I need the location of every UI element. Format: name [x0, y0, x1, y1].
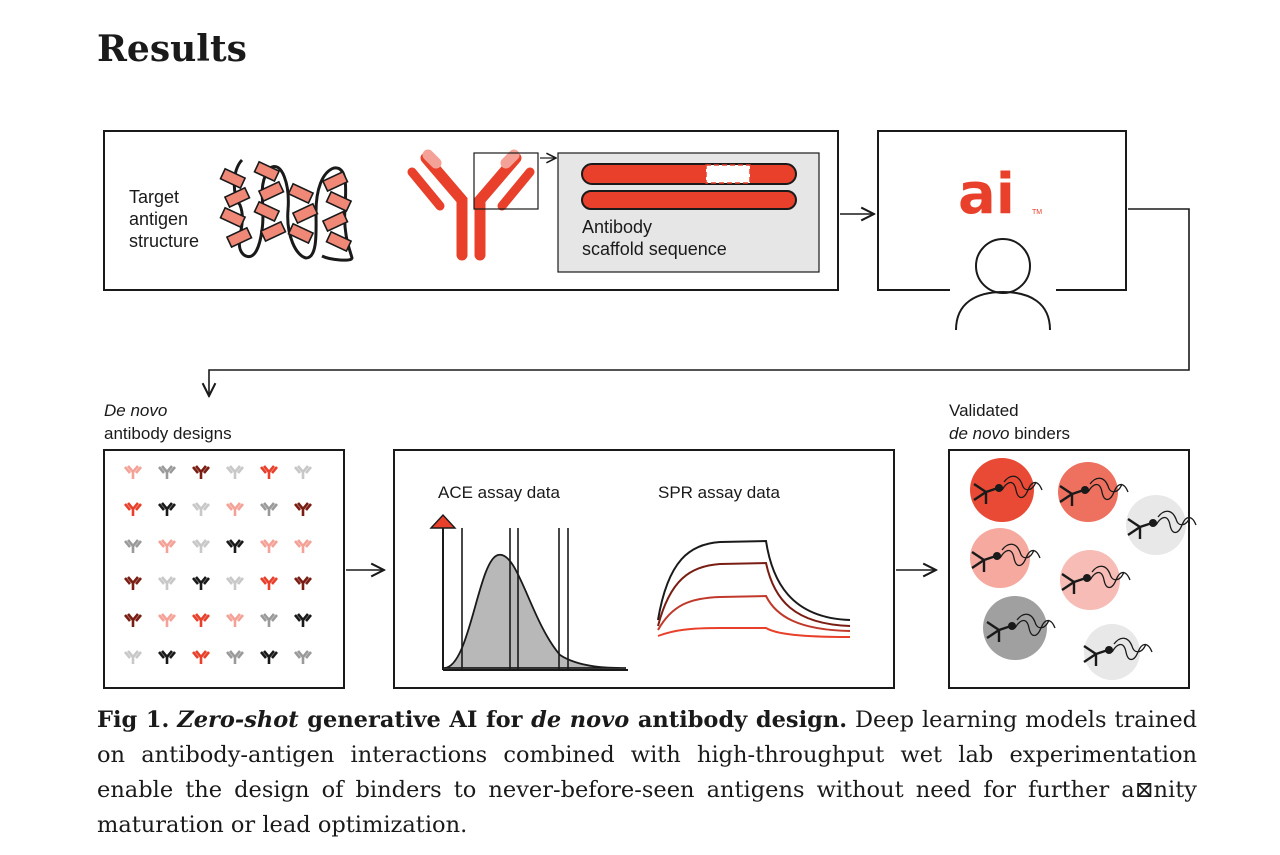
target-label-line-1: Target: [129, 187, 179, 207]
antigen-coil-icon: [1001, 475, 1043, 499]
user-icon: [950, 238, 1056, 334]
assay-panel: [393, 449, 895, 689]
ace-assay-plot: [429, 513, 628, 671]
binding-site-icon: [1008, 622, 1016, 630]
binding-site-icon: [995, 484, 1003, 492]
zoom-box: [473, 152, 539, 210]
scaffold-label-line-2: scaffold sequence: [582, 239, 727, 259]
section-heading: Results: [97, 28, 247, 70]
figure-1: Target antigen structure: [103, 130, 1197, 689]
target-label-line-2: antigen: [129, 209, 188, 229]
connector-arrow: [209, 208, 1190, 396]
antigen-coil-icon: [1087, 477, 1129, 501]
binders-cluster: [970, 458, 1197, 680]
antigen-coil-icon: [1089, 565, 1131, 589]
validated-label-line-2: de novo binders: [949, 424, 1070, 443]
sequence-bars-icon: [581, 163, 797, 210]
binding-site-icon: [1083, 574, 1091, 582]
designs-label-italic: De novo: [104, 401, 167, 420]
binding-site-icon: [1149, 519, 1157, 527]
figure-caption: Fig 1. Zero-shot generative AI for de no…: [97, 707, 1198, 838]
antigen-structure-icon: [219, 158, 354, 262]
binding-site-icon: [1081, 486, 1089, 494]
designs-label-rest: antibody designs: [104, 424, 232, 443]
antigen-coil-icon: [1155, 510, 1197, 534]
target-label-line-3: structure: [129, 231, 199, 251]
ace-label: ACE assay data: [438, 483, 560, 502]
ai-logo: ai: [958, 162, 1015, 227]
binding-site-icon: [1105, 646, 1113, 654]
antigen-coil-icon: [1111, 637, 1153, 661]
validated-label-line-1: Validated: [949, 401, 1019, 420]
spr-label: SPR assay data: [658, 483, 780, 502]
designs-panel: [103, 449, 345, 689]
binding-site-icon: [993, 552, 1001, 560]
antigen-coil-icon: [1014, 613, 1056, 637]
scaffold-label-line-1: Antibody: [582, 217, 652, 237]
ai-logo-trademark: TM: [1032, 209, 1042, 216]
spr-assay-plot: [657, 539, 851, 638]
antigen-coil-icon: [999, 543, 1041, 567]
antibody-icon: [407, 149, 535, 261]
